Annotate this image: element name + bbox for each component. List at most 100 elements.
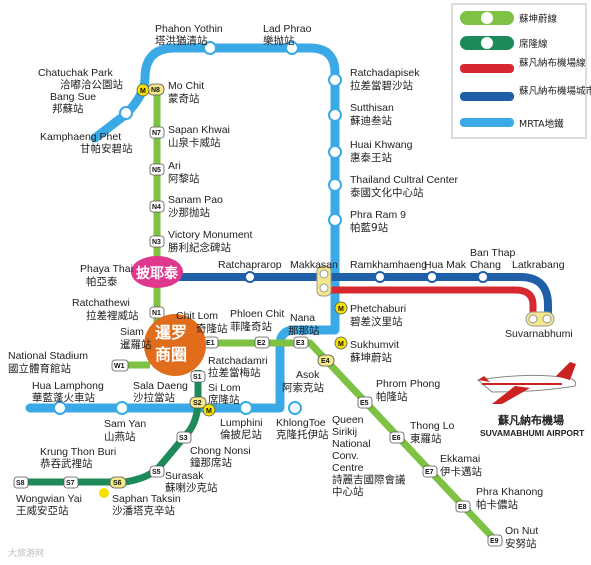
station-code-e6[interactable]: E6 [389, 431, 405, 444]
station-code-e7[interactable]: E7 [422, 465, 438, 478]
svg-text:N4: N4 [152, 204, 161, 211]
svg-text:E6: E6 [392, 435, 401, 442]
svg-text:Sirikij: Sirikij [332, 426, 357, 438]
station-marker[interactable] [285, 41, 299, 55]
airplane-icon [476, 362, 577, 404]
svg-text:Thong Lo: Thong Lo [410, 420, 455, 432]
station-code-e4[interactable]: E4 [317, 354, 335, 367]
svg-text:S2: S2 [193, 400, 202, 407]
svg-text:Wongwian Yai: Wongwian Yai [16, 493, 82, 505]
svg-text:S7: S7 [66, 480, 75, 487]
svg-text:S3: S3 [179, 435, 188, 442]
station-code-e5[interactable]: E5 [357, 396, 373, 409]
station-marker[interactable] [328, 145, 342, 159]
legend: 蘇坤蔚線 席隆線 蘇凡納布機場線 蘇凡納布機場城市線 MRTA地鐵 [451, 3, 591, 139]
station-code-e1[interactable]: E1 [203, 336, 219, 349]
phayathai-hub[interactable]: 披耶泰 [131, 256, 183, 288]
legend-silom: 席隆線 [460, 36, 548, 50]
station-marker[interactable] [328, 178, 342, 192]
airport-subtitle: SUVAMABHUMI AIRPORT [480, 428, 585, 438]
station-code-s5[interactable]: S5 [149, 465, 165, 478]
station-code-n4[interactable]: N4 [149, 200, 165, 213]
station-marker[interactable] [119, 106, 133, 120]
svg-text:Queen: Queen [332, 414, 364, 426]
siam-hub[interactable]: 暹罗 商圈 [144, 314, 206, 376]
station-code-n3[interactable]: N3 [149, 235, 165, 248]
svg-text:甘帕安碧站: 甘帕安碧站 [80, 142, 133, 155]
station-code-s2[interactable]: S2 [189, 396, 207, 409]
svg-text:山泉卡威站: 山泉卡威站 [168, 136, 221, 149]
station-code-n5[interactable]: N5 [149, 163, 165, 176]
station-marker[interactable] [53, 401, 67, 415]
pier-marker[interactable] [99, 488, 109, 498]
station-code-w1[interactable]: W1 [111, 359, 129, 372]
station-code-s7[interactable]: S7 [63, 476, 79, 489]
svg-text:Chit Lom: Chit Lom [176, 310, 218, 322]
svg-text:E4: E4 [321, 358, 330, 365]
station-marker[interactable] [328, 73, 342, 87]
svg-text:M: M [338, 341, 344, 348]
svg-text:Phloen Chit: Phloen Chit [230, 308, 284, 320]
svg-text:披耶泰: 披耶泰 [136, 265, 179, 282]
svg-text:Phra Khanong: Phra Khanong [476, 486, 543, 498]
station-code-e8[interactable]: E8 [455, 500, 471, 513]
station-code-n1[interactable]: N1 [149, 306, 165, 319]
svg-text:伊卡邁站: 伊卡邁站 [440, 465, 482, 478]
station-code-m-phetchaburi[interactable]: M [334, 301, 348, 315]
legend-airport-city: 蘇凡納布機場城市線 [460, 85, 591, 101]
station-code-n8[interactable]: N8 [147, 83, 165, 96]
legend-mrt: MRTA地鐵 [460, 118, 564, 130]
label-phahon-zh: 塔洪猶清站 [155, 34, 208, 47]
svg-text:阿黎站: 阿黎站 [168, 172, 200, 185]
svg-text:E3: E3 [296, 340, 305, 347]
airport-express-line [325, 286, 537, 315]
mrt-stations [53, 41, 342, 415]
svg-text:帕隆站: 帕隆站 [376, 390, 408, 403]
station-marker[interactable] [374, 271, 386, 283]
svg-text:菲隆奇站: 菲隆奇站 [230, 320, 272, 333]
svg-text:中心站: 中心站 [332, 485, 364, 498]
station-marker[interactable] [328, 213, 342, 227]
station-marker[interactable] [239, 401, 253, 415]
svg-text:蘇凡納布機場線: 蘇凡納布機場線 [519, 57, 586, 69]
station-marker[interactable] [203, 41, 217, 55]
station-code-e3[interactable]: E3 [293, 336, 309, 349]
svg-text:東羅站: 東羅站 [410, 432, 442, 445]
svg-text:那那站: 那那站 [288, 324, 320, 337]
station-code-s1[interactable]: S1 [190, 370, 206, 383]
svg-text:沙那抛站: 沙那抛站 [168, 206, 210, 219]
station-code-e9[interactable]: E9 [487, 534, 503, 547]
station-marker[interactable] [328, 108, 342, 122]
station-marker[interactable] [477, 271, 489, 283]
label-phahon-en: Phahon Yothin [155, 23, 223, 35]
svg-text:蒙奇站: 蒙奇站 [168, 92, 200, 105]
svg-text:Phaya Thai: Phaya Thai [80, 263, 133, 275]
station-code-s6[interactable]: S6 [109, 476, 127, 489]
station-marker[interactable] [426, 271, 438, 283]
station-code-m-sukhumvit[interactable]: M [334, 336, 348, 350]
station-labels: Phahon Yothin 塔洪猶清站 Lad Phrao 樂抛站 Chatuc… [8, 23, 573, 550]
svg-text:Ratchadapisek: Ratchadapisek [350, 67, 420, 79]
svg-text:Mo Chit: Mo Chit [168, 80, 204, 92]
station-marker[interactable] [115, 401, 129, 415]
svg-text:N7: N7 [152, 130, 161, 137]
station-code-m-silom[interactable]: M [202, 403, 216, 417]
svg-text:王威安亞站: 王威安亞站 [16, 504, 69, 517]
station-code-m-mochit[interactable]: M [136, 83, 150, 97]
station-marker[interactable] [288, 401, 302, 415]
svg-text:商圈: 商圈 [155, 345, 187, 364]
station-code-s8[interactable]: S8 [13, 476, 29, 489]
svg-text:邦蘇站: 邦蘇站 [52, 102, 84, 115]
svg-text:M: M [140, 88, 146, 95]
svg-text:Ekkamai: Ekkamai [440, 453, 480, 465]
svg-text:拉差裡威站: 拉差裡威站 [86, 309, 139, 322]
station-code-s3[interactable]: S3 [176, 431, 192, 444]
svg-text:帕卡儂站: 帕卡儂站 [476, 498, 518, 511]
svg-text:N5: N5 [152, 167, 161, 174]
station-marker[interactable] [244, 271, 256, 283]
svg-text:帕藍9站: 帕藍9站 [350, 221, 389, 234]
svg-text:Chang: Chang [470, 259, 501, 271]
bts-code-markers: N8 M N7 N5 N4 N3 N1 W1 E1 E2 E3 E4 E5 E6… [13, 83, 503, 547]
station-code-e2[interactable]: E2 [254, 336, 270, 349]
station-code-n7[interactable]: N7 [149, 126, 165, 139]
